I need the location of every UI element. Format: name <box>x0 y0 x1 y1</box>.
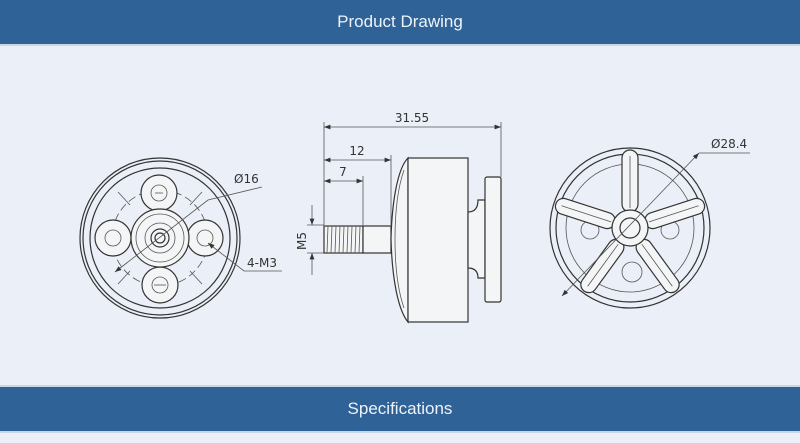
section-header-product-drawing: Product Drawing <box>0 0 800 46</box>
section-title: Product Drawing <box>337 12 463 31</box>
thread-size-label: M5 <box>295 232 309 250</box>
thread-length-label: 7 <box>339 165 347 179</box>
side-view: 31.55 12 7 M5 <box>295 111 502 324</box>
section-title: Specifications <box>347 399 453 418</box>
shaft-length-label: 12 <box>349 144 364 158</box>
overall-length-label: 31.55 <box>395 111 429 125</box>
rear-view: Ø28.4 <box>549 137 750 309</box>
front-view: Ø16 4-M3 <box>79 157 282 319</box>
hole-m3-label: 4-M3 <box>247 256 277 270</box>
diameter-16-label: Ø16 <box>234 172 259 186</box>
diameter-28-label: Ø28.4 <box>711 137 747 151</box>
section-header-specifications: Specifications <box>0 385 800 433</box>
